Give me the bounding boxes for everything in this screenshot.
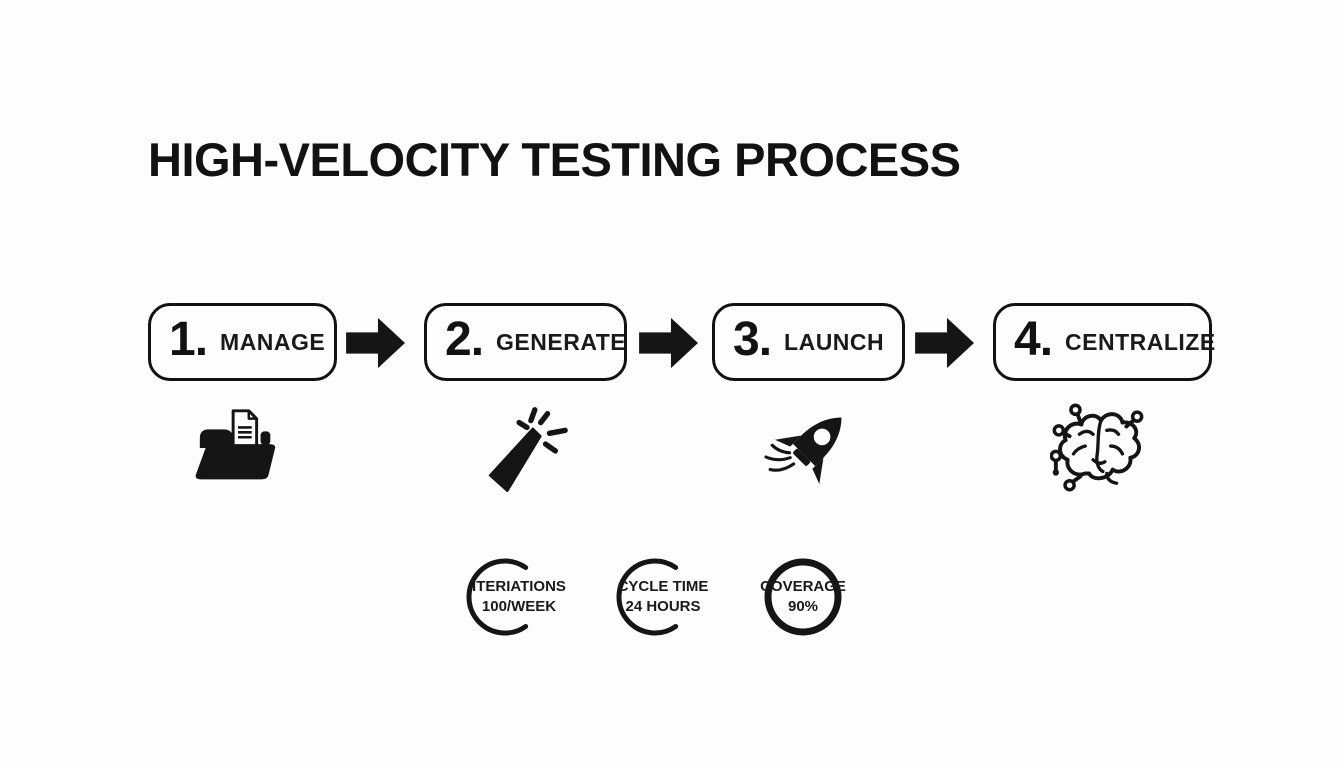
metric-value: 90% [787, 598, 819, 615]
rocket-icon [764, 417, 842, 485]
metric-iterations: ITERIATIONS 100/WEEK [454, 577, 584, 617]
folder-documents-icon [195, 409, 276, 480]
step-number: 2. [445, 313, 484, 366]
step-box-centralize: 4. CENTRALIZE [993, 303, 1215, 381]
step-number: 3. [733, 313, 772, 366]
metric-label: CYCLE TIME [617, 578, 709, 595]
step-label: GENERATE [496, 328, 627, 355]
step-label: LAUNCH [784, 328, 885, 355]
arrow-right-icon [346, 317, 405, 369]
metric-cycle-time: CYCLE TIME 24 HOURS [598, 577, 728, 617]
step-number: 1. [169, 313, 208, 366]
magic-wand-icon [488, 407, 568, 493]
arrow-right-icon [915, 317, 974, 369]
arrow-right-icon [639, 317, 698, 369]
step-box-manage: 1. MANAGE [148, 303, 337, 381]
metric-value: 100/WEEK [481, 598, 557, 615]
ai-brain-icon [1050, 403, 1144, 492]
metric-ring-open-icon [616, 558, 679, 636]
page-title: HIGH-VELOCITY TESTING PROCESS [148, 133, 961, 186]
step-label: MANAGE [220, 328, 326, 355]
step-box-generate: 2. GENERATE [424, 303, 627, 381]
step-label: CENTRALIZE [1065, 328, 1216, 355]
metric-label: COVERAGE [760, 578, 846, 595]
metric-ring-closed-icon [764, 558, 842, 636]
metric-coverage: COVERAGE 90% [738, 577, 868, 617]
metric-label: ITERIATIONS [472, 578, 566, 595]
step-box-launch: 3. LAUNCH [712, 303, 905, 381]
step-number: 4. [1014, 313, 1053, 366]
metric-ring-open-icon [466, 558, 529, 636]
metric-value: 24 HOURS [625, 598, 701, 615]
